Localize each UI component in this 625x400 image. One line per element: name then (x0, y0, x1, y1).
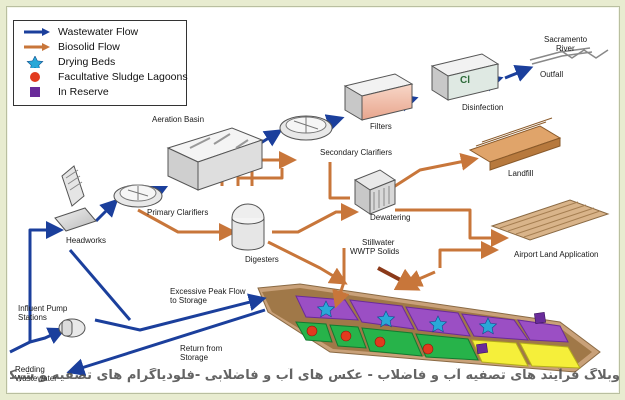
label-digesters: Digesters (245, 255, 279, 264)
headworks-unit (54, 165, 97, 232)
label-landfill: Landfill (508, 169, 534, 178)
purple-square-icon (30, 87, 40, 97)
disinfection-unit (430, 53, 500, 101)
lagoon-marker (374, 336, 386, 348)
watermark-text: وبلاگ فرآیند های تصفیه آب و فاضلاب - عکس… (10, 368, 620, 383)
label-excessive-peak-flow: Excessive Peak Flow (170, 287, 246, 296)
lagoon-marker (340, 330, 352, 342)
label-disinfection: Disinfection (462, 103, 504, 112)
legend-label: Wastewater Flow (58, 26, 139, 38)
drying-bed-star (376, 310, 396, 328)
red-circle-icon (30, 72, 40, 82)
label-primary-clarifiers: Primary Clarifiers (147, 208, 209, 217)
label-cl: Cl (460, 75, 470, 86)
reserve-marker (476, 343, 488, 354)
lagoon-marker (306, 325, 318, 337)
label-sacramento: Sacramento (544, 35, 588, 44)
lagoon-basin (257, 283, 601, 373)
influent-pump (58, 318, 86, 338)
drying-bed-star (478, 317, 498, 335)
label-river: River (556, 44, 575, 53)
secondary-clarifier (279, 115, 333, 141)
sacramento-river (529, 47, 609, 65)
lagoon-marker (422, 343, 434, 355)
label-stillwater: Stillwater (362, 238, 395, 247)
label-storage: Storage (180, 353, 209, 362)
drying-bed-star (428, 315, 448, 333)
filters-unit (343, 73, 414, 121)
airport-land (490, 199, 610, 241)
star-icon (26, 56, 44, 68)
primary-clarifier (113, 184, 163, 208)
legend-label: Facultative Sludge Lagoons (58, 71, 188, 83)
label-outfall: Outfall (540, 70, 564, 79)
label-dewatering: Dewatering (370, 213, 411, 222)
legend-label: Drying Beds (58, 56, 116, 68)
label-airport: Airport Land Application (514, 250, 599, 259)
blue-arrow-icon (24, 28, 50, 36)
label-headworks: Headworks (66, 236, 107, 245)
label-wastewater: Wastewater (15, 374, 57, 383)
label-filters: Filters (370, 122, 392, 131)
aeration-basin (166, 127, 264, 191)
label-wwtp-solids: WWTP Solids (350, 247, 400, 256)
stillwater-arrow (377, 266, 421, 291)
label-influent-pump: Influent Pump (18, 304, 68, 313)
legend: Wastewater Flow Biosolid Flow Drying Bed… (13, 20, 188, 106)
digesters-unit (231, 203, 265, 251)
label-secondary-clarifiers: Secondary Clarifiers (320, 148, 393, 157)
dewatering-unit (353, 169, 397, 215)
reserve-marker (534, 312, 546, 324)
label-return-from: Return from (180, 344, 223, 353)
landfill (468, 117, 562, 171)
legend-label: Biosolid Flow (58, 41, 120, 53)
label-aeration-basin: Aeration Basin (152, 115, 205, 124)
label-stations: Stations (18, 313, 47, 322)
label-redding: Redding (15, 365, 45, 374)
orange-arrow-icon (24, 43, 50, 51)
label-to-storage: to Storage (170, 296, 207, 305)
legend-label: In Reserve (58, 86, 109, 98)
